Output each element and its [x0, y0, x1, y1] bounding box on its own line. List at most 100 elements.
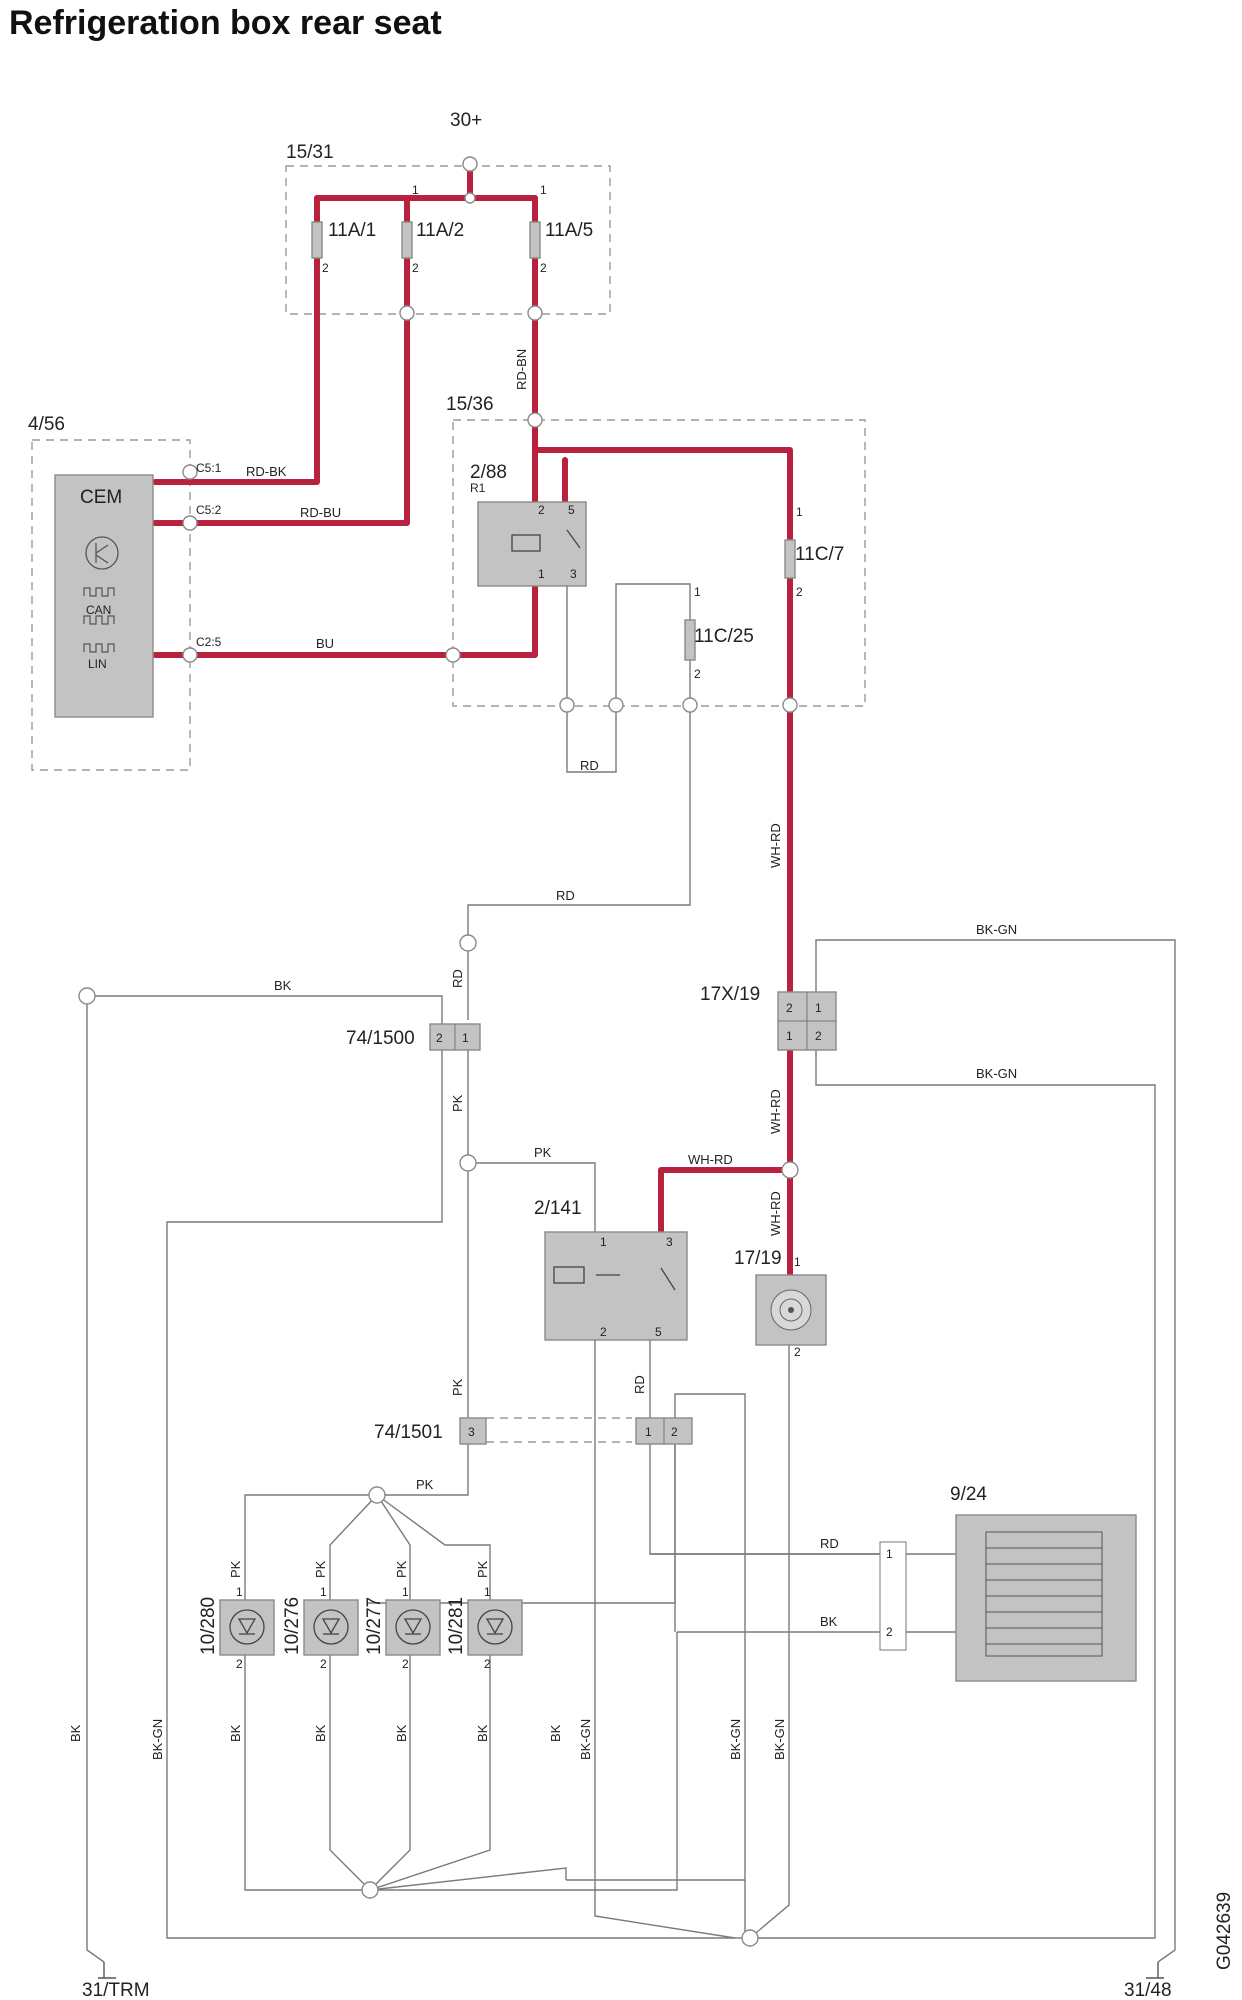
- led-10-276-label: 10/276: [282, 1597, 303, 1655]
- fusebox-15-31-label: 15/31: [286, 142, 334, 163]
- wire-label: PK: [416, 1477, 434, 1492]
- wire-label: BK: [394, 1724, 409, 1742]
- connector-74-1501-a: [459, 1417, 487, 1445]
- wire-label: WH-RD: [768, 1191, 783, 1236]
- pin-number: 2: [436, 1031, 443, 1045]
- wire-label: PK: [475, 1560, 490, 1578]
- pin-number: 2: [320, 1657, 327, 1671]
- document-id: G042639: [1214, 1892, 1235, 1970]
- pin-number: 1: [320, 1585, 327, 1599]
- socket-17-19-label: 17/19: [734, 1248, 782, 1269]
- pin-number: 5: [655, 1325, 662, 1339]
- wire-label: PK: [450, 1378, 465, 1396]
- supply-label: 30+: [450, 110, 482, 131]
- pin-number: 1: [794, 1255, 801, 1269]
- pin-number: 2: [796, 585, 803, 599]
- pin-number: 2: [412, 261, 419, 275]
- cem-lin-label: LIN: [88, 657, 107, 671]
- ground-31-48-label: 31/48: [1124, 1980, 1172, 2000]
- pin-number: 3: [570, 567, 577, 581]
- pin-number: 2: [694, 667, 701, 681]
- cooler-grille-icon: [985, 1531, 1103, 1657]
- wire-label: PK: [313, 1560, 328, 1578]
- pin-number: 2: [484, 1657, 491, 1671]
- pin-number: 3: [468, 1425, 475, 1439]
- pin-number: 2: [794, 1345, 801, 1359]
- pin-number: 1: [540, 183, 547, 197]
- ground-31-trm-label: 31/TRM: [82, 1980, 150, 2000]
- relay-2-88: [477, 501, 587, 587]
- fusebox-15-31-outline: [285, 165, 611, 315]
- pin-number: 1: [645, 1425, 652, 1439]
- wire-label: BK: [274, 978, 292, 993]
- wire-label: RD: [556, 888, 575, 903]
- cem-can-label: CAN: [86, 603, 111, 617]
- pin-number: 2: [786, 1001, 793, 1015]
- fuse-11a5-label: 11A/5: [545, 220, 593, 241]
- fuse-11a2-label: 11A/2: [416, 220, 464, 241]
- wire-label: BK: [475, 1724, 490, 1742]
- cem-outline: [31, 439, 191, 771]
- wire-label: PK: [394, 1560, 409, 1578]
- pin-number: 2: [671, 1425, 678, 1439]
- power-wires: [152, 161, 793, 1278]
- wire-label: BK: [820, 1614, 838, 1629]
- pin-number: 1: [600, 1235, 607, 1249]
- cem-name-label: CEM: [80, 487, 122, 508]
- pin-number: 5: [568, 503, 575, 517]
- fuse-11a1-label: 11A/1: [328, 220, 376, 241]
- pin-number: 1: [538, 567, 545, 581]
- wire-label: WH-RD: [768, 823, 783, 868]
- wire-label: RD: [820, 1536, 839, 1551]
- led-10-281-label: 10/281: [446, 1597, 467, 1655]
- pin-number: 2: [886, 1625, 893, 1639]
- pin-c51-label: C5:1: [196, 461, 222, 475]
- pin-number: 2: [538, 503, 545, 517]
- cooler-connector: [879, 1541, 907, 1651]
- cem-ref-label: 4/56: [28, 414, 65, 435]
- wire-label: WH-RD: [688, 1152, 733, 1167]
- wire-label: BK-GN: [150, 1719, 165, 1760]
- connector-74-1500-label: 74/1500: [346, 1028, 415, 1049]
- wire-label: BK-GN: [976, 1066, 1017, 1081]
- wire-label: BK: [548, 1724, 563, 1742]
- wire-label: BK-GN: [728, 1719, 743, 1760]
- pin-c52-label: C5:2: [196, 503, 222, 517]
- fuse-11c25-label: 11C/25: [694, 626, 754, 647]
- pin-number: 3: [666, 1235, 673, 1249]
- pin-number: 1: [402, 1585, 409, 1599]
- relay-coil-icon: [511, 529, 676, 1291]
- wire-label: BK: [68, 1724, 83, 1742]
- pin-number: 1: [462, 1031, 469, 1045]
- wire-label: BK: [228, 1724, 243, 1742]
- wire-label: RD: [632, 1375, 647, 1394]
- fuse-11c7-label: 11C/7: [795, 544, 844, 565]
- wire-label: PK: [228, 1560, 243, 1578]
- led-10-277-label: 10/277: [364, 1597, 385, 1655]
- pin-c25-label: C2:5: [196, 635, 222, 649]
- wire-label: RD: [450, 969, 465, 988]
- wire-label: RD-BU: [300, 505, 341, 520]
- pin-number: 1: [886, 1547, 893, 1561]
- can-signal-icon: [83, 587, 115, 653]
- led-boxes: [219, 1599, 523, 1656]
- pin-number: 2: [236, 1657, 243, 1671]
- wire-label: WH-RD: [768, 1089, 783, 1134]
- wire-labels: RD-BK RD-BU BU RD-BN RD RD WH-RD RD BK B…: [68, 349, 1017, 1760]
- fusebox-15-36-outline: [452, 419, 866, 707]
- diagram-title: Refrigeration box rear seat: [9, 4, 442, 42]
- pin-number: 1: [815, 1001, 822, 1015]
- relay-2-141: [544, 1231, 688, 1341]
- relay-2-88-label: 2/88: [470, 462, 507, 483]
- pin-number: 2: [402, 1657, 409, 1671]
- pin-number: 1: [796, 505, 803, 519]
- ground-icon: [98, 1962, 1164, 1979]
- transistor-icon: [85, 536, 119, 570]
- wire-label: RD: [580, 758, 599, 773]
- wire-label: RD-BN: [514, 349, 529, 390]
- connector-17x-19-label: 17X/19: [700, 984, 760, 1005]
- wire-label: PK: [534, 1145, 552, 1160]
- wire-label: BK: [313, 1724, 328, 1742]
- wire-label: BK-GN: [578, 1719, 593, 1760]
